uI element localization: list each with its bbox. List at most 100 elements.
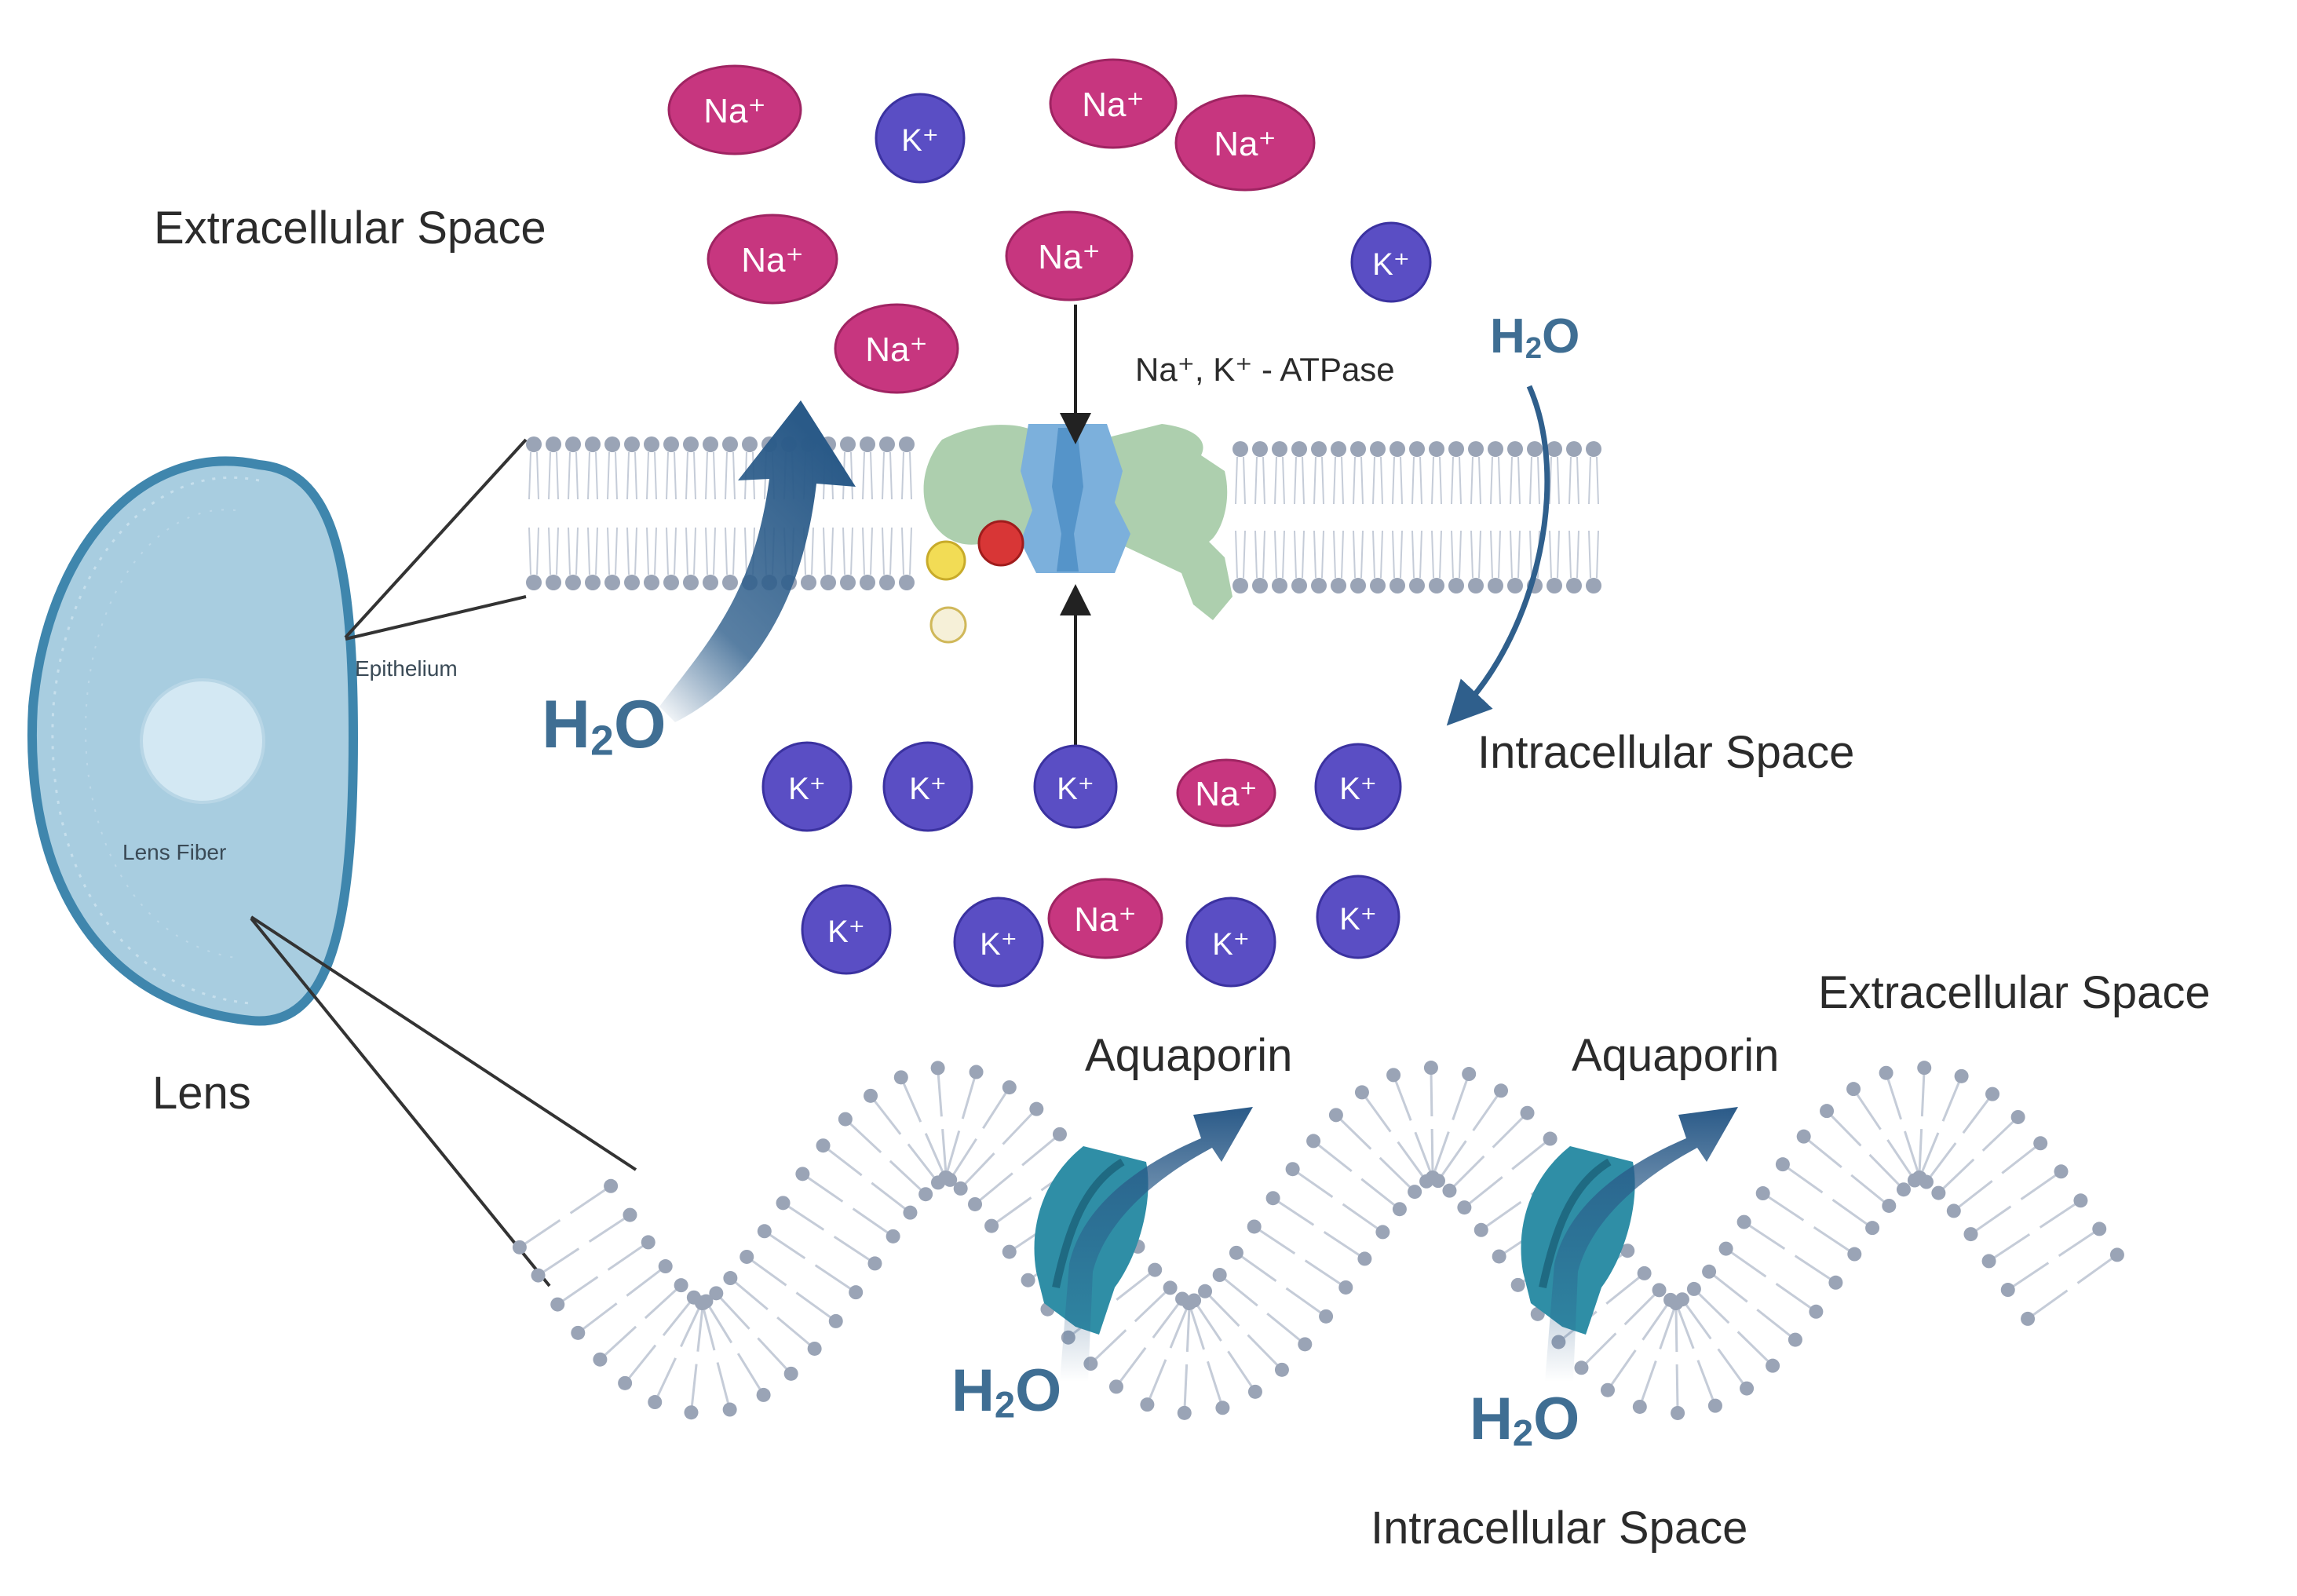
lipid-head (2010, 1109, 2025, 1124)
lipid-head (1674, 1292, 1689, 1307)
lipid-head (604, 1178, 619, 1193)
lipid-head (1350, 441, 1366, 457)
potassium-ion-label: K⁺ (1339, 902, 1377, 937)
lipid-head (663, 575, 679, 590)
lipid-head (840, 575, 856, 590)
lipid-head (1423, 1061, 1438, 1076)
sodium-ion-label: Na⁺ (1214, 125, 1276, 163)
lipid-head (674, 1278, 688, 1293)
lipid-head (1029, 1101, 1044, 1116)
sodium-ion: Na⁺ (834, 303, 959, 394)
pump-red-domain (977, 520, 1024, 567)
lipid-head (1462, 1067, 1477, 1082)
lipid-head (899, 575, 915, 590)
lipid-head (742, 436, 758, 452)
pointer-line (250, 915, 637, 1171)
lipid-head (757, 1224, 772, 1239)
lipid-head (1474, 1222, 1488, 1237)
lipid-head (1946, 1203, 1961, 1218)
lipid-head (1846, 1082, 1861, 1097)
potassium-ion-label: K⁺ (1212, 927, 1250, 962)
lipid-head (807, 1341, 822, 1356)
h2o-label-large: H2O (542, 687, 666, 765)
lipid-head (1917, 1061, 1932, 1076)
sodium-ion: Na⁺ (667, 64, 802, 155)
aquaporin-label-2: Aquaporin (1572, 1030, 1780, 1081)
potassium-ion-label: K⁺ (1372, 247, 1410, 282)
na-k-atpase-label: Na⁺, K⁺ - ATPase (1135, 351, 1395, 388)
lipid-head (722, 436, 738, 452)
lipid-head (531, 1268, 546, 1283)
lipid-head (1865, 1221, 1880, 1236)
potassium-ion-label: K⁺ (827, 915, 865, 949)
lipid-head (1187, 1293, 1202, 1308)
lipid-head (526, 575, 542, 590)
lipid-head (1108, 1379, 1123, 1394)
lipid-head (1796, 1129, 1811, 1144)
lipid-head (1390, 578, 1405, 593)
lipid-head (2021, 1311, 2036, 1326)
lipid-head (776, 1196, 791, 1211)
lipid-head (1671, 1405, 1685, 1420)
lipid-head (1566, 441, 1582, 457)
lipid-head (838, 1112, 853, 1127)
lipid-head (1409, 441, 1425, 457)
lipid-head (623, 1207, 637, 1222)
sodium-ion: Na⁺ (1005, 210, 1134, 301)
lipid-head (1847, 1247, 1862, 1262)
lipid-head (1408, 1185, 1422, 1200)
lipid-head (1177, 1405, 1192, 1420)
lipid-head (1442, 1183, 1457, 1198)
pointer-line (250, 917, 551, 1287)
lipid-head (1331, 441, 1346, 457)
lipid-head (1652, 1283, 1667, 1298)
potassium-ion: K⁺ (882, 741, 973, 832)
lipid-head (1766, 1358, 1780, 1373)
lipid-head (1981, 1254, 1996, 1269)
lipid-head (1252, 441, 1268, 457)
lipid-head (1448, 578, 1464, 593)
lipid-head (1488, 441, 1503, 457)
lipid-head (1736, 1214, 1751, 1229)
potassium-ion: K⁺ (801, 884, 892, 975)
sodium-ion-label: Na⁺ (1074, 900, 1136, 939)
lipid-head (526, 436, 542, 452)
lipid-head (860, 436, 875, 452)
lipid-head (899, 436, 915, 452)
lipid-head (1520, 1105, 1535, 1120)
lipid-head (1390, 441, 1405, 457)
lipid-head (1448, 441, 1464, 457)
pointer-line (345, 595, 527, 641)
lipid-head (1350, 578, 1366, 593)
lipid-head (1430, 1174, 1445, 1189)
lipid-head (1370, 578, 1386, 593)
lipid-head (1319, 1309, 1334, 1324)
lipid-head (550, 1297, 565, 1312)
cell-membrane (526, 436, 1601, 593)
potassium-ion-label: K⁺ (1339, 772, 1377, 806)
lipid-head (512, 1240, 527, 1255)
lipid-head (1879, 1065, 1893, 1080)
lipid-head (968, 1196, 983, 1211)
lipid-head (648, 1395, 663, 1410)
lipid-head (1468, 441, 1484, 457)
lipid-head (1311, 578, 1327, 593)
lipid-head (1718, 1241, 1733, 1256)
lipid-head (604, 575, 620, 590)
lipid-head (1468, 578, 1484, 593)
lipid-head (801, 575, 816, 590)
lipid-head (1229, 1245, 1243, 1260)
lipid-head (1291, 441, 1307, 457)
potassium-ion-label: K⁺ (980, 927, 1017, 962)
lipid-head (903, 1205, 918, 1220)
lipid-head (1354, 1085, 1369, 1100)
lipid-head (1586, 441, 1601, 457)
potassium-ion: K⁺ (1316, 875, 1400, 959)
lipid-head (1021, 1273, 1035, 1287)
sodium-ion-label: Na⁺ (703, 92, 765, 130)
lipid-head (1775, 1157, 1790, 1172)
sodium-ion: Na⁺ (1176, 758, 1276, 827)
lipid-head (624, 575, 640, 590)
intracellular-space-label-bottom: Intracellular Space (1371, 1503, 1748, 1554)
